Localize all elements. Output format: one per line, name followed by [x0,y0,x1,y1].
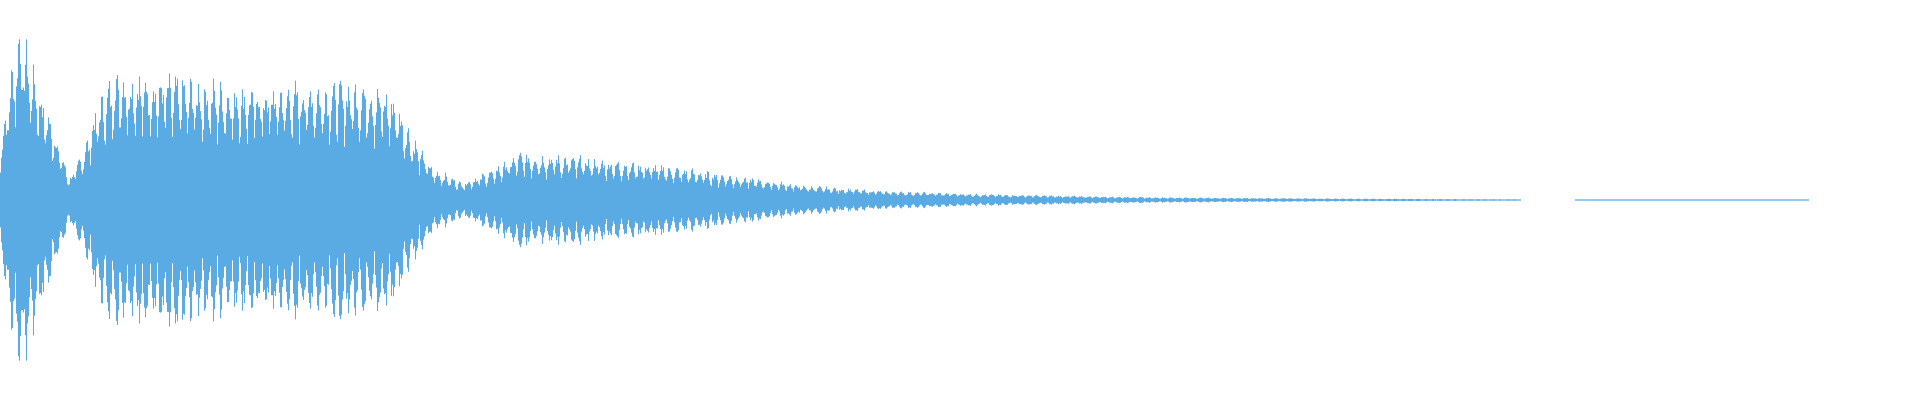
waveform-peaks [0,39,1809,361]
